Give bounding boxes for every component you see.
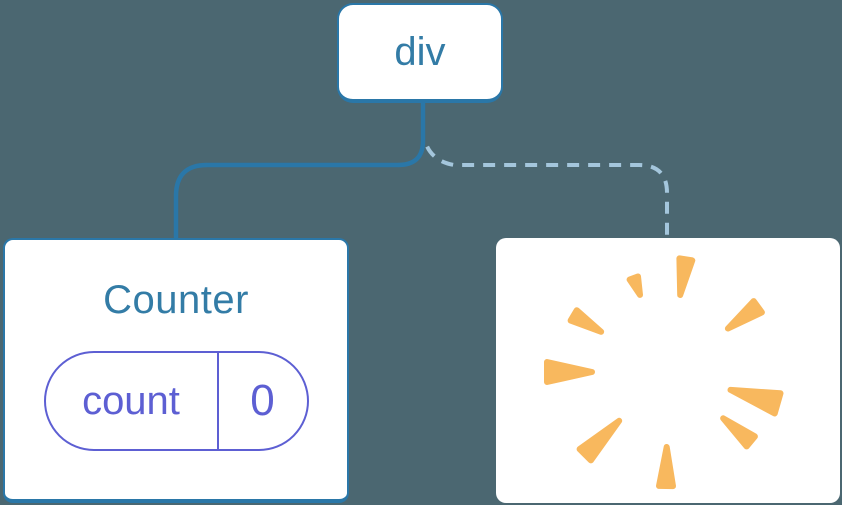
state-value: 0 bbox=[216, 353, 307, 449]
poof-wedge bbox=[544, 359, 595, 385]
state-pill: count 0 bbox=[43, 351, 309, 451]
component-title: Counter bbox=[103, 278, 249, 322]
poof-starburst-icon bbox=[544, 255, 784, 490]
tree-node-counter: Counter count 0 bbox=[3, 238, 349, 503]
connector-solid bbox=[173, 101, 426, 240]
poof-wedge bbox=[626, 273, 643, 298]
poof-wedge bbox=[727, 386, 784, 417]
poof-wedge bbox=[656, 444, 676, 490]
connector-dashed bbox=[423, 140, 669, 240]
poof-wedge bbox=[724, 298, 765, 332]
poof-wedge bbox=[676, 255, 696, 298]
poof-wedge bbox=[567, 307, 605, 335]
poof-wedge bbox=[576, 417, 623, 464]
poof-wedge bbox=[720, 415, 758, 450]
tree-node-removed bbox=[496, 238, 840, 503]
root-node-label: div bbox=[394, 29, 446, 74]
state-key-label: count bbox=[82, 378, 180, 423]
tree-node-div: div bbox=[337, 3, 503, 103]
